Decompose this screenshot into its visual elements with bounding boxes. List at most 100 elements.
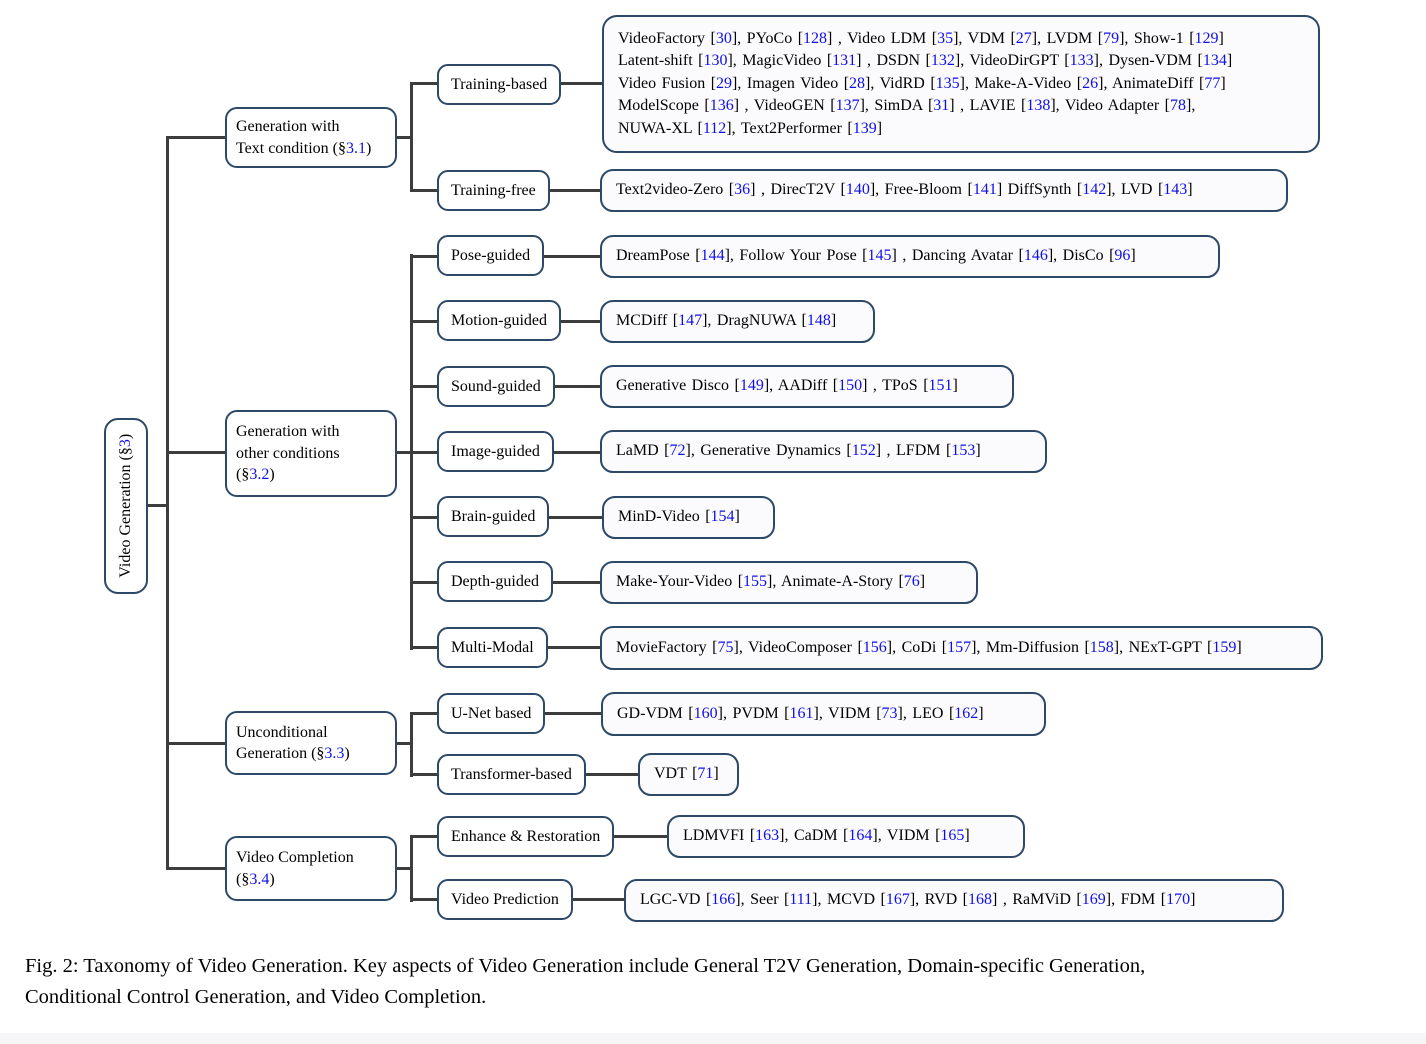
citation-link[interactable]: 160	[693, 704, 718, 722]
citation-link[interactable]: 76	[903, 573, 920, 591]
citation-link[interactable]: 145	[867, 247, 892, 265]
node-label: Image-guided	[451, 442, 540, 460]
citation-link[interactable]: 141	[972, 181, 997, 199]
citation-link[interactable]: 72	[669, 442, 686, 460]
citation-link[interactable]: 133	[1069, 52, 1094, 70]
node-video-generation: Video Generation (§3)	[104, 418, 148, 594]
citation-link[interactable]: 139	[852, 119, 877, 137]
paper-list-line: Video Fusion [29], Imagen Video [28], Vi…	[618, 74, 1226, 92]
citation-link[interactable]: 150	[838, 377, 863, 395]
citation-link[interactable]: 28	[849, 74, 866, 92]
node-brain-guided: Brain-guided	[437, 496, 550, 537]
citation-link[interactable]: 156	[862, 638, 887, 656]
papers-depth-guided: Make-Your-Video [155], Animate-A-Story […	[600, 561, 978, 604]
paper-list-line: DreamPose [144], Follow Your Pose [145] …	[616, 247, 1136, 265]
node-training-based: Training-based	[437, 64, 562, 105]
citation-link[interactable]: 36	[734, 181, 751, 199]
citation-link[interactable]: 168	[968, 891, 992, 909]
paper-list-line: Text2video-Zero [36] , DirecT2V [140], F…	[616, 181, 1193, 199]
citation-link[interactable]: 134	[1202, 52, 1227, 70]
node-label-line: Video Completion	[236, 849, 354, 866]
citation-link[interactable]: 147	[678, 312, 703, 330]
section-link[interactable]: 3.4	[249, 870, 270, 888]
citation-link[interactable]: 137	[835, 97, 860, 115]
node-sound-guided: Sound-guided	[437, 366, 555, 407]
citation-link[interactable]: 154	[710, 508, 735, 526]
node-label: Transformer-based	[451, 765, 572, 783]
citation-link[interactable]: 135	[935, 74, 960, 92]
node-label: Enhance & Restoration	[451, 827, 601, 845]
citation-link[interactable]: 130	[703, 52, 728, 70]
node-label-line: (§3.2)	[236, 466, 275, 484]
figure-caption-line: Conditional Control Generation, and Vide…	[25, 986, 487, 1008]
citation-link[interactable]: 167	[885, 891, 910, 909]
citation-link[interactable]: 153	[951, 442, 976, 460]
connector-line	[143, 504, 168, 507]
citation-link[interactable]: 143	[1163, 181, 1188, 199]
citation-link[interactable]: 169	[1081, 891, 1106, 909]
citation-link[interactable]: 111	[789, 891, 813, 909]
citation-link[interactable]: 148	[806, 312, 831, 330]
paper-list-line: NUWA-XL [112], Text2Performer [139]	[618, 119, 883, 137]
node-label: Depth-guided	[451, 572, 539, 590]
citation-link[interactable]: 26	[1082, 74, 1099, 92]
papers-pose-guided: DreamPose [144], Follow Your Pose [145] …	[600, 235, 1220, 278]
section-link[interactable]: 3.1	[345, 139, 366, 157]
citation-link[interactable]: 31	[933, 97, 950, 115]
citation-link[interactable]: 79	[1103, 29, 1120, 47]
citation-link[interactable]: 142	[1082, 181, 1107, 199]
node-video-completion: Video Completion (§3.4)	[225, 836, 397, 901]
citation-link[interactable]: 164	[848, 827, 873, 845]
citation-link[interactable]: 112	[702, 119, 727, 137]
paper-list-line: VDT [71]	[654, 765, 719, 783]
node-label: Multi-Modal	[451, 638, 534, 656]
citation-link[interactable]: 136	[709, 97, 734, 115]
citation-link[interactable]: 155	[743, 573, 768, 591]
page-bottom-strip	[0, 1033, 1426, 1044]
citation-link[interactable]: 149	[739, 377, 764, 395]
citation-link[interactable]: 140	[845, 181, 870, 199]
node-label-line: Generation (§3.3)	[236, 745, 350, 762]
citation-link[interactable]: 166	[711, 891, 736, 909]
citation-link[interactable]: 152	[851, 442, 876, 460]
citation-link[interactable]: 129	[1194, 29, 1219, 47]
section-link[interactable]: 3	[117, 439, 135, 448]
citation-link[interactable]: 75	[717, 638, 734, 656]
citation-link[interactable]: 128	[803, 29, 828, 47]
citation-link[interactable]: 144	[700, 247, 725, 265]
paper-list-line: VideoFactory [30], PYoCo [128] , Video L…	[618, 29, 1224, 47]
citation-link[interactable]: 151	[928, 377, 953, 395]
citation-link[interactable]: 138	[1026, 97, 1051, 115]
paper-list-line: MovieFactory [75], VideoComposer [156], …	[616, 638, 1242, 656]
citation-link[interactable]: 77	[1204, 74, 1221, 92]
citation-link[interactable]: 71	[697, 765, 714, 783]
section-link[interactable]: 3.2	[249, 466, 270, 484]
connector-line	[410, 82, 413, 192]
citation-link[interactable]: 27	[1015, 29, 1032, 47]
citation-link[interactable]: 158	[1089, 638, 1114, 656]
node-label-line: (§3.4)	[236, 870, 275, 888]
citation-link[interactable]: 131	[832, 52, 857, 70]
section-link[interactable]: 3.3	[324, 745, 345, 762]
citation-link[interactable]: 163	[755, 827, 780, 845]
figure-caption-line: Fig. 2: Taxonomy of Video Generation. Ke…	[25, 955, 1146, 977]
citation-link[interactable]: 162	[954, 704, 979, 722]
citation-link[interactable]: 30	[715, 29, 732, 47]
citation-link[interactable]: 159	[1212, 638, 1237, 656]
citation-link[interactable]: 157	[947, 638, 972, 656]
papers-image-guided: LaMD [72], Generative Dynamics [152] , L…	[600, 430, 1047, 473]
citation-link[interactable]: 165	[940, 827, 965, 845]
citation-link[interactable]: 35	[937, 29, 954, 47]
connector-line	[410, 712, 413, 777]
citation-link[interactable]: 78	[1170, 97, 1186, 115]
citation-link[interactable]: 29	[716, 74, 733, 92]
paper-list-line: LGC-VD [166], Seer [111], MCVD [167], RV…	[640, 891, 1196, 909]
citation-link[interactable]: 146	[1023, 247, 1048, 265]
citation-link[interactable]: 73	[881, 704, 898, 722]
node-label: Training-free	[451, 181, 536, 199]
citation-link[interactable]: 132	[930, 52, 955, 70]
citation-link[interactable]: 161	[789, 704, 814, 722]
citation-link[interactable]: 96	[1114, 247, 1131, 265]
citation-link[interactable]: 170	[1166, 891, 1191, 909]
